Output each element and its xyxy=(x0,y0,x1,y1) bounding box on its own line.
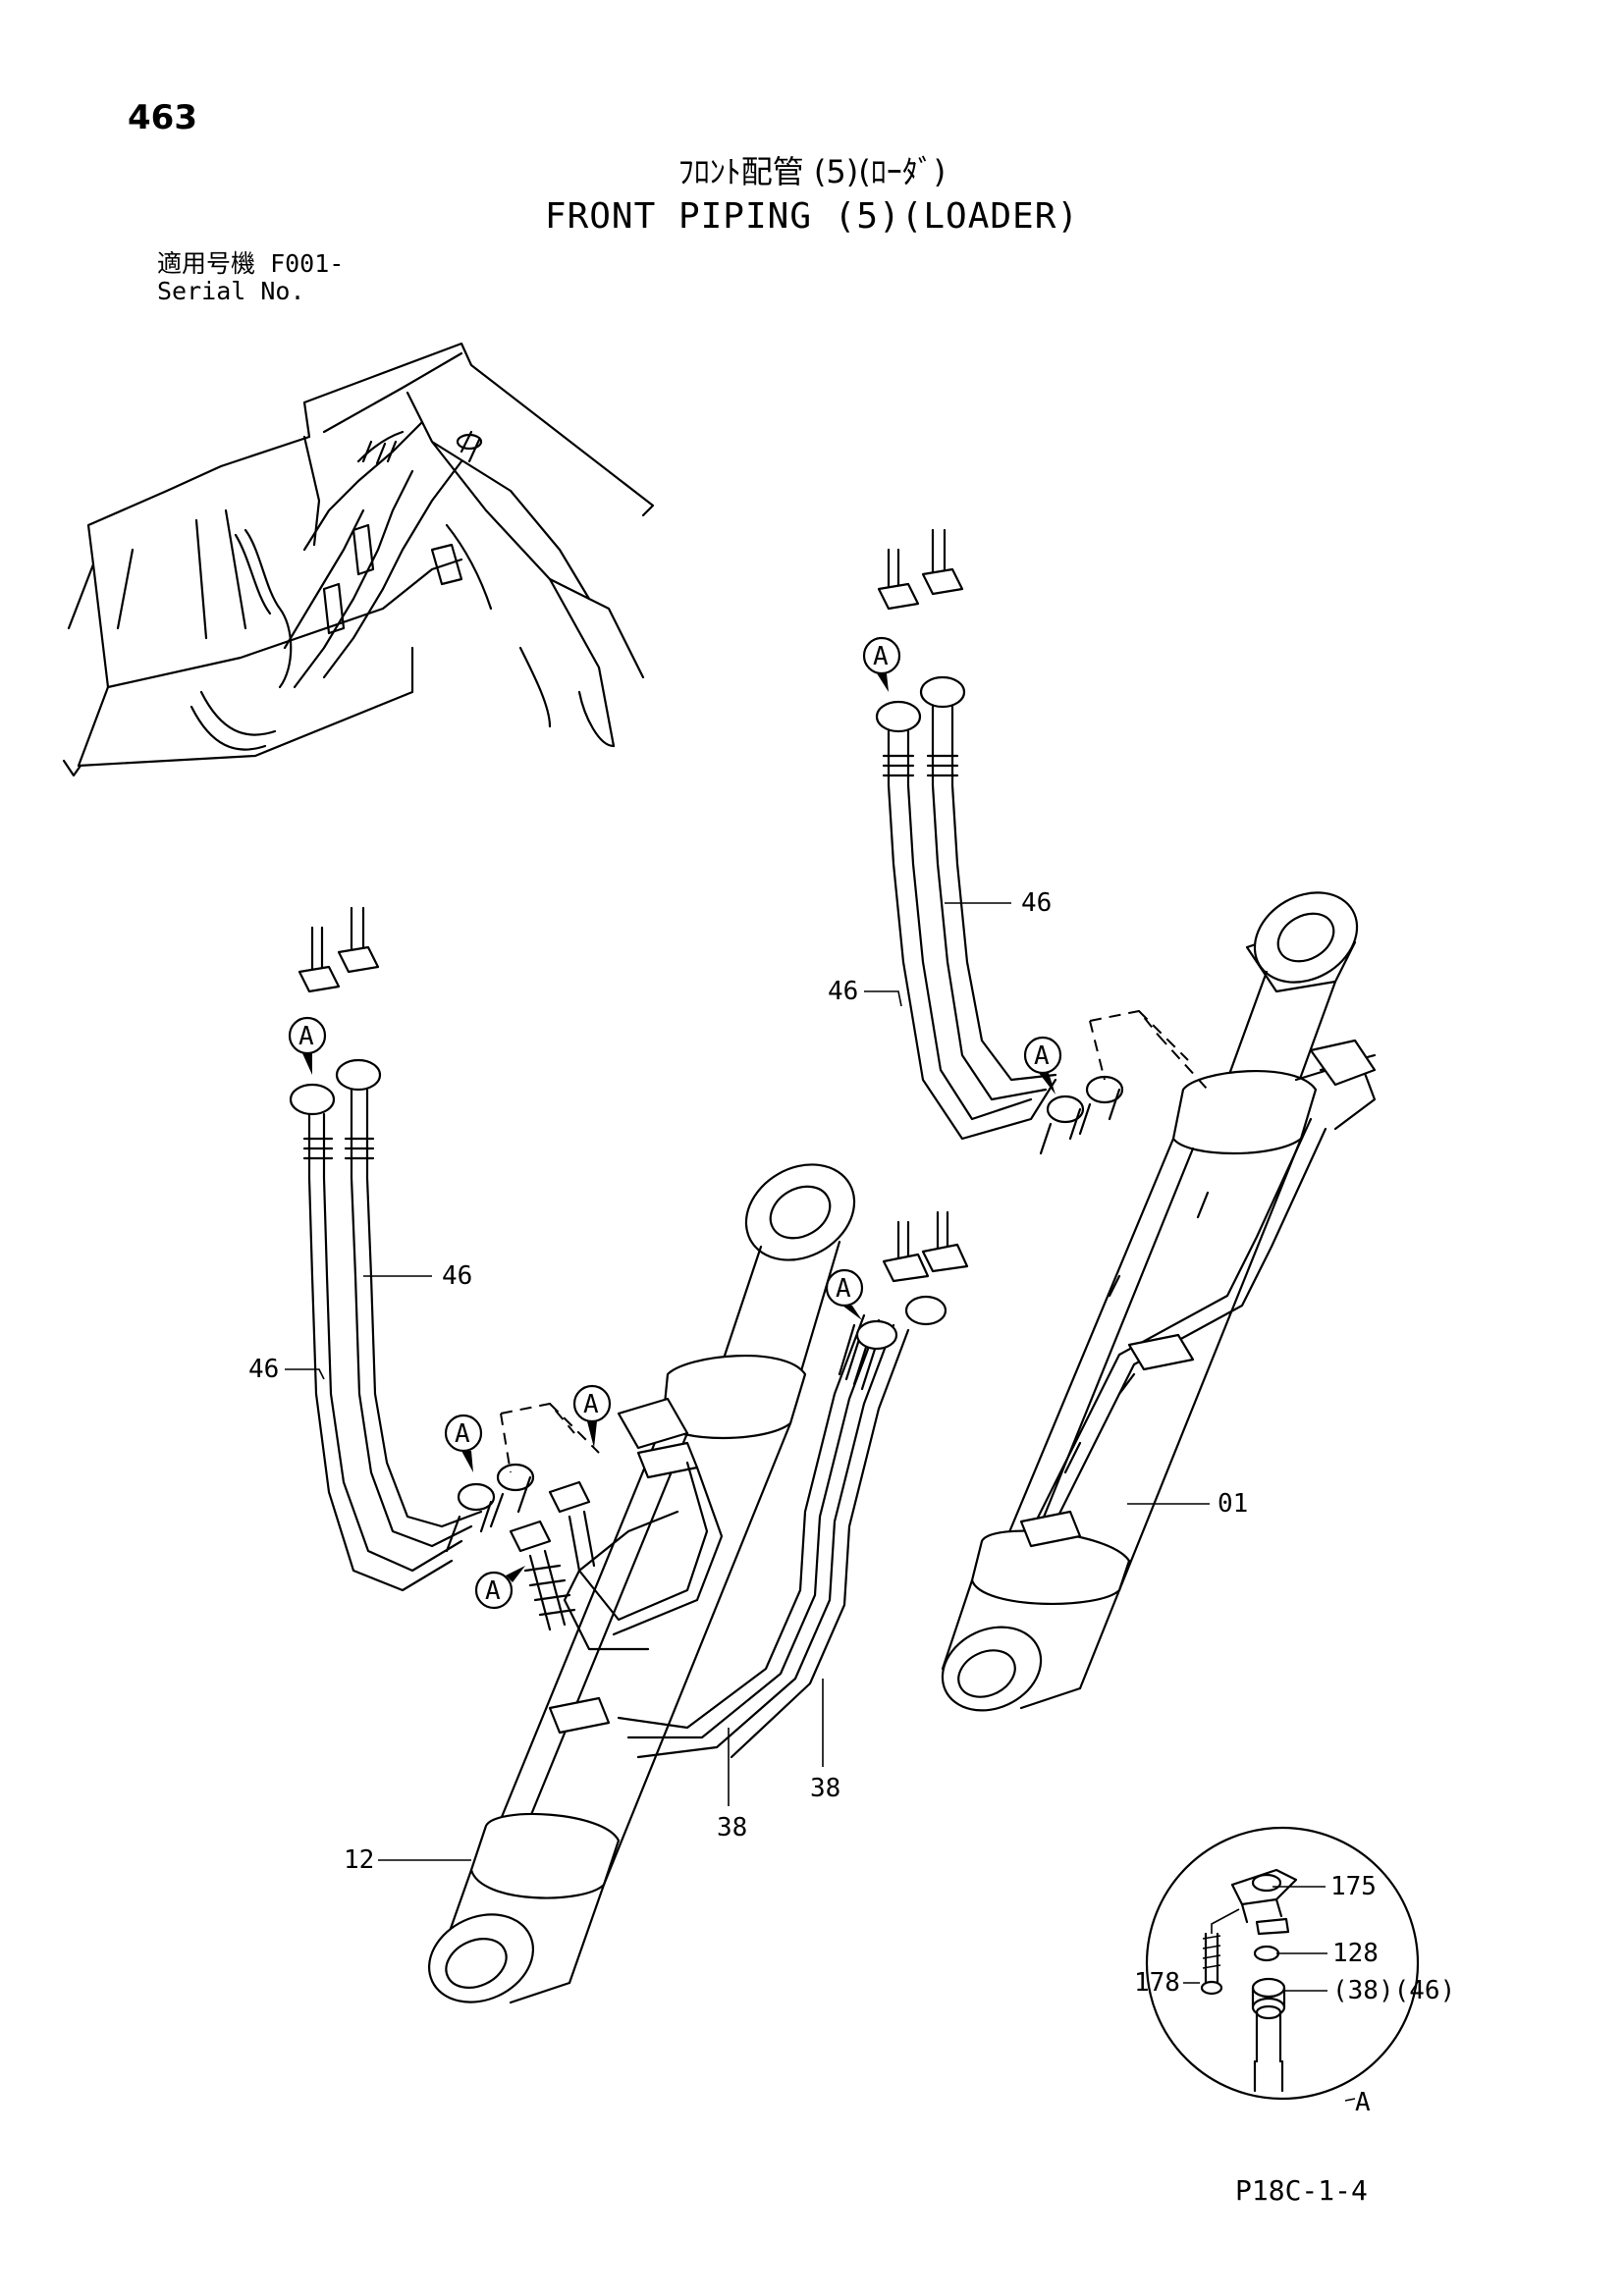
detail-view-a xyxy=(1145,1826,1420,2101)
callout-01: 01 xyxy=(1218,1489,1248,1519)
marker-a-5: A xyxy=(444,1414,483,1472)
callout-38-b: 38 xyxy=(717,1813,747,1842)
center-fittings xyxy=(855,1210,969,1351)
svg-text:A: A xyxy=(455,1419,470,1449)
leader-lines xyxy=(285,902,1356,2102)
callout-46-upper-b: 46 xyxy=(828,977,858,1006)
marker-a-7: A xyxy=(474,1566,525,1610)
serial-value: F001- xyxy=(270,249,345,278)
cylinder-right xyxy=(941,891,1377,1712)
title-english: FRONT PIPING (5)(LOADER) xyxy=(544,196,1080,237)
serial-number-block: 適用号機 F001- Serial No. xyxy=(157,250,344,305)
lower-hoses xyxy=(289,906,600,1631)
marker-a-3: A xyxy=(288,1016,327,1075)
callout-12: 12 xyxy=(344,1845,374,1875)
svg-text:A: A xyxy=(298,1022,314,1051)
upper-hoses xyxy=(875,528,1209,1155)
pipe-38 xyxy=(617,1313,910,1759)
callout-178: 178 xyxy=(1134,1968,1180,1998)
cylinder-left xyxy=(427,1163,856,2004)
callout-46-lower-b: 46 xyxy=(248,1355,279,1384)
svg-text:A: A xyxy=(873,642,889,671)
callout-46-upper-a: 46 xyxy=(1021,888,1052,918)
marker-a-2: A xyxy=(1023,1036,1062,1095)
serial-line-jp: 適用号機 F001- xyxy=(157,250,344,278)
page-number: 463 xyxy=(128,98,197,137)
footer-page-code: P18C-1-4 xyxy=(1235,2174,1368,2207)
callout-46-lower-a: 46 xyxy=(442,1261,472,1291)
serial-label-jp: 適用号機 xyxy=(157,249,256,278)
callout-175: 175 xyxy=(1330,1872,1377,1901)
svg-text:A: A xyxy=(485,1576,501,1606)
svg-text:A: A xyxy=(836,1274,851,1304)
callout-38-a: 38 xyxy=(810,1774,840,1803)
marker-a-1: A xyxy=(862,636,901,692)
svg-text:A: A xyxy=(1034,1041,1050,1071)
svg-text:A: A xyxy=(583,1390,599,1419)
marker-a-6: A xyxy=(572,1384,612,1448)
overview-sketch xyxy=(62,342,655,777)
callout-detail-a: A xyxy=(1355,2088,1371,2117)
callout-128: 128 xyxy=(1332,1939,1379,1968)
title-japanese: ﾌﾛﾝﾄ配管 (5)(ﾛｰﾀﾞ) xyxy=(677,153,947,190)
marker-a-4: A xyxy=(825,1268,864,1320)
callout-38-46: (38)(46) xyxy=(1332,1976,1455,2005)
serial-label-en: Serial No. xyxy=(157,277,305,305)
